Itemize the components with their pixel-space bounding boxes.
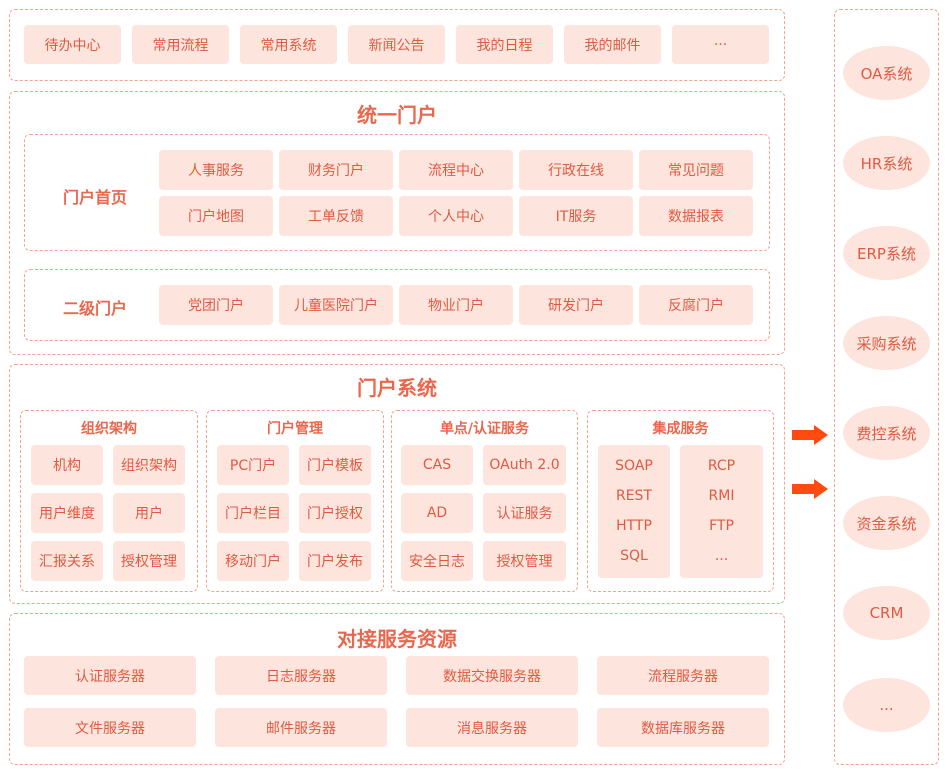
protocol-rmi: RMI	[708, 487, 735, 504]
secondary-item-rnd[interactable]: 研发门户	[519, 285, 633, 325]
arrow-right-icon	[792, 425, 828, 445]
home-item-reports[interactable]: 数据报表	[639, 196, 753, 236]
sso-item-ad[interactable]: AD	[401, 493, 473, 533]
nav-item-mail[interactable]: 我的邮件	[564, 25, 661, 64]
secondary-item-anticorruption[interactable]: 反腐门户	[639, 285, 753, 325]
top-nav-panel	[9, 9, 785, 81]
secondary-item-property[interactable]: 物业门户	[399, 285, 513, 325]
integration-protocols-col1: SOAP REST HTTP SQL	[598, 445, 670, 578]
resource-file-server[interactable]: 文件服务器	[24, 708, 196, 747]
protocol-rest: REST	[615, 487, 652, 504]
integration-section	[587, 410, 774, 592]
protocol-rcp: RCP	[707, 457, 736, 474]
system-erp[interactable]: ERP系统	[843, 226, 930, 280]
pm-item-template[interactable]: 门户模板	[299, 445, 371, 485]
protocol-sql: SQL	[620, 548, 648, 565]
sso-item-auth-service[interactable]: 认证服务	[483, 493, 566, 533]
home-item-ticket[interactable]: 工单反馈	[279, 196, 393, 236]
org-item-authorization[interactable]: 授权管理	[113, 541, 185, 581]
resource-message-server[interactable]: 消息服务器	[406, 708, 578, 747]
sso-item-authorization[interactable]: 授权管理	[483, 541, 566, 581]
org-structure-section	[20, 410, 198, 592]
sso-item-security-log[interactable]: 安全日志	[401, 541, 473, 581]
portal-system-panel	[9, 364, 785, 604]
nav-item-todo[interactable]: 待办中心	[24, 25, 121, 64]
protocol-http: HTTP	[616, 518, 652, 535]
nav-item-news[interactable]: 新闻公告	[348, 25, 445, 64]
home-item-faq[interactable]: 常见问题	[639, 150, 753, 190]
pm-item-pc-portal[interactable]: PC门户	[217, 445, 289, 485]
nav-item-common-system[interactable]: 常用系统	[240, 25, 337, 64]
secondary-portal-label: 二级门户	[62, 299, 127, 318]
org-structure-title: 组织架构	[81, 421, 137, 437]
system-procurement[interactable]: 采购系统	[843, 316, 930, 370]
org-item-user-dimension[interactable]: 用户维度	[31, 493, 103, 533]
service-resources-panel	[9, 613, 785, 765]
sso-auth-title: 单点/认证服务	[439, 421, 530, 437]
pm-item-authorize[interactable]: 门户授权	[299, 493, 371, 533]
resource-data-exchange-server[interactable]: 数据交换服务器	[406, 656, 578, 695]
home-item-personal[interactable]: 个人中心	[399, 196, 513, 236]
home-item-map[interactable]: 门户地图	[159, 196, 273, 236]
integration-title: 集成服务	[652, 421, 709, 437]
unified-portal-title: 统一门户	[357, 103, 437, 127]
sso-item-cas[interactable]: CAS	[401, 445, 473, 485]
resource-mail-server[interactable]: 邮件服务器	[215, 708, 387, 747]
unified-portal-panel	[9, 91, 785, 355]
org-item-structure[interactable]: 组织架构	[113, 445, 185, 485]
portal-management-title: 门户管理	[267, 421, 323, 437]
org-item-user[interactable]: 用户	[113, 493, 185, 533]
system-expense[interactable]: 费控系统	[843, 406, 930, 460]
integration-protocols-col2: RCP RMI FTP ...	[680, 445, 763, 578]
home-item-process-center[interactable]: 流程中心	[399, 150, 513, 190]
home-item-it[interactable]: IT服务	[519, 196, 633, 236]
home-item-hr[interactable]: 人事服务	[159, 150, 273, 190]
external-systems-panel	[834, 9, 939, 765]
protocol-more: ...	[714, 548, 729, 565]
nav-item-schedule[interactable]: 我的日程	[456, 25, 553, 64]
portal-home-group	[24, 134, 770, 251]
home-item-admin[interactable]: 行政在线	[519, 150, 633, 190]
portal-home-label: 门户首页	[62, 188, 127, 207]
sso-auth-section	[391, 410, 578, 592]
portal-management-section	[206, 410, 384, 592]
system-more[interactable]: ...	[843, 678, 930, 732]
resource-process-server[interactable]: 流程服务器	[597, 656, 769, 695]
nav-item-common-process[interactable]: 常用流程	[132, 25, 229, 64]
service-resources-title: 对接服务资源	[337, 627, 457, 651]
home-item-finance[interactable]: 财务门户	[279, 150, 393, 190]
nav-item-more[interactable]: ···	[672, 25, 769, 64]
system-crm[interactable]: CRM	[843, 586, 930, 640]
system-funds[interactable]: 资金系统	[843, 496, 930, 550]
pm-item-publish[interactable]: 门户发布	[299, 541, 371, 581]
pm-item-mobile[interactable]: 移动门户	[217, 541, 289, 581]
system-hr[interactable]: HR系统	[843, 136, 930, 190]
arrow-right-icon	[792, 479, 828, 499]
system-oa[interactable]: OA系统	[843, 46, 930, 100]
secondary-item-childrens-hospital[interactable]: 儿童医院门户	[279, 285, 393, 325]
portal-system-title: 门户系统	[357, 376, 437, 400]
secondary-item-party[interactable]: 党团门户	[159, 285, 273, 325]
protocol-ftp: FTP	[709, 518, 734, 535]
resource-auth-server[interactable]: 认证服务器	[24, 656, 196, 695]
org-item-institution[interactable]: 机构	[31, 445, 103, 485]
sso-item-oauth[interactable]: OAuth 2.0	[483, 445, 566, 485]
resource-log-server[interactable]: 日志服务器	[215, 656, 387, 695]
resource-database-server[interactable]: 数据库服务器	[597, 708, 769, 747]
secondary-portal-group	[24, 269, 770, 341]
protocol-soap: SOAP	[615, 457, 653, 474]
pm-item-column[interactable]: 门户栏目	[217, 493, 289, 533]
org-item-reporting[interactable]: 汇报关系	[31, 541, 103, 581]
